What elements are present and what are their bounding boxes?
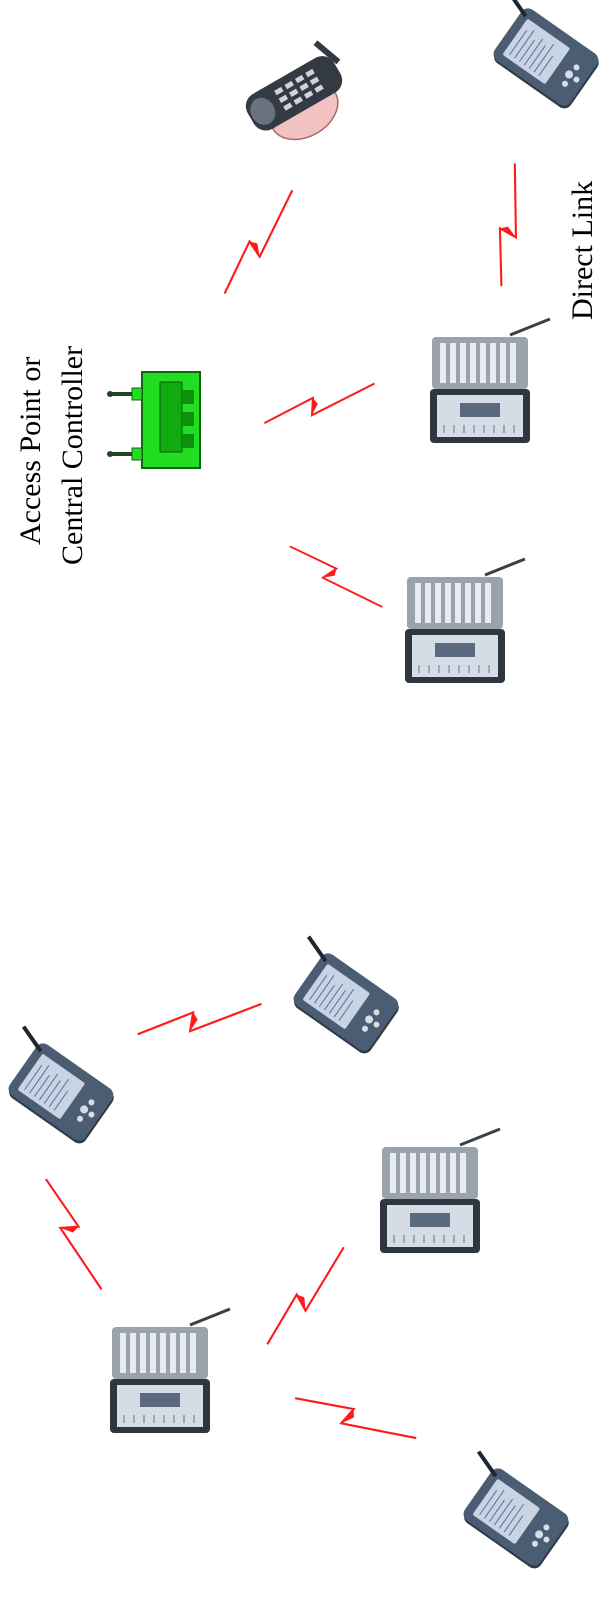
pda-device-icon — [471, 0, 605, 112]
handheld-pc-icon — [405, 559, 525, 683]
pda-device-icon — [271, 935, 405, 1057]
wireless-link-icon — [136, 998, 264, 1042]
wireless-link-icon — [39, 1175, 107, 1294]
wireless-link-icon — [262, 378, 378, 430]
cellular-phone-icon — [234, 35, 367, 158]
access-point-label-line1: Access Point or — [16, 357, 46, 545]
pda-device-icon — [0, 1025, 120, 1147]
wireless-link-icon — [292, 1389, 418, 1449]
direct-link-label: Direct Link — [568, 181, 598, 320]
wireless-link-icon — [260, 1244, 352, 1350]
pda-device-icon — [441, 1450, 575, 1572]
handheld-pc-icon — [110, 1309, 230, 1433]
access-point-label-line2: Central Controller — [58, 346, 88, 565]
wireless-link-icon — [286, 539, 385, 615]
handheld-pc-icon — [380, 1129, 500, 1253]
access-point-icon — [107, 372, 200, 468]
wireless-link-icon — [217, 187, 302, 298]
handheld-pc-icon — [430, 319, 550, 443]
wireless-link-icon — [492, 163, 526, 288]
